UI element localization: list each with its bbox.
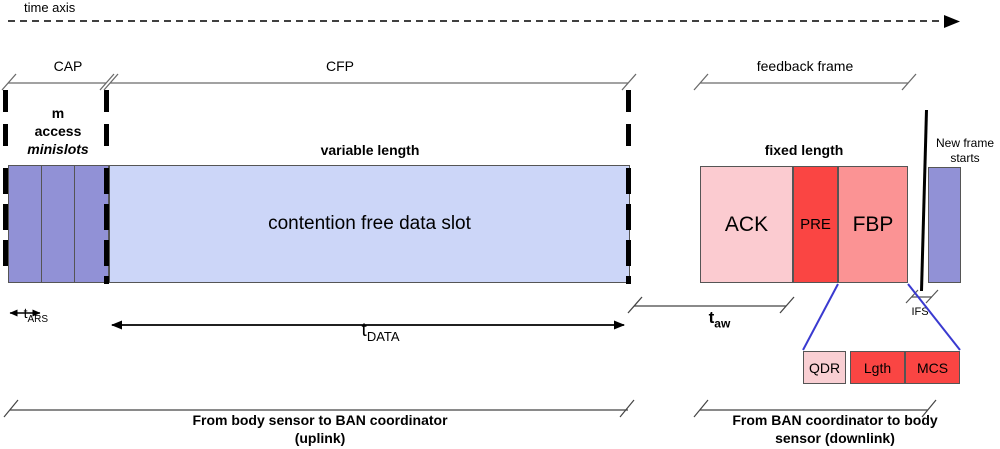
- pre-block[interactable]: PRE: [793, 166, 838, 283]
- boundary-marker-cfp-end-seg6: [626, 276, 631, 284]
- fixed-length-label: fixed length: [764, 142, 844, 158]
- period-label-feedback-frame: feedback frame: [756, 58, 854, 74]
- minislot-block-1[interactable]: [8, 165, 42, 283]
- footer-uplink-line2: (uplink): [294, 430, 346, 446]
- boundary-marker-cap-start-seg2: [3, 124, 8, 146]
- boundary-marker-cap-start-seg3: [3, 168, 8, 194]
- ifs-label: IFS: [911, 306, 929, 318]
- footer-uplink-line1: From body sensor to BAN coordinator: [192, 412, 448, 428]
- measure-line-ifs: [905, 289, 939, 304]
- new-frame-block[interactable]: [928, 167, 961, 283]
- contention-free-data-slot[interactable]: contention free data slot: [109, 165, 630, 283]
- boundary-marker-cfp-end-seg4: [626, 204, 631, 230]
- boundary-marker-cfp-end-seg5: [626, 240, 631, 266]
- time-axis-label: time axis: [24, 0, 76, 15]
- new-frame-label-line2: starts: [950, 151, 980, 165]
- t-ars-sub: ARS: [27, 313, 49, 325]
- boundary-marker-cfp-end-seg2: [626, 124, 631, 146]
- t-aw-label: taw: [655, 288, 765, 351]
- new-frame-label-line1: New frame: [935, 136, 994, 150]
- qdr-label: QDR: [808, 359, 841, 376]
- minislots-label-access: access: [34, 123, 82, 139]
- boundary-marker-cfp-end-seg3: [626, 168, 631, 194]
- boundary-marker-cap-start-seg5: [3, 240, 8, 266]
- measure-line-cfp: [103, 73, 637, 91]
- ack-block[interactable]: ACK: [700, 166, 793, 283]
- t-aw-base: t: [708, 308, 715, 328]
- pre-label: PRE: [800, 216, 831, 233]
- fbp-block[interactable]: FBP: [838, 166, 908, 283]
- minislot-block-2[interactable]: [41, 165, 75, 283]
- boundary-marker-cap-start-seg4: [3, 204, 8, 230]
- period-label-cap: CAP: [53, 58, 83, 74]
- boundary-marker-cap-end-seg4: [104, 204, 109, 230]
- t-data-base: t: [361, 320, 367, 342]
- ack-label: ACK: [724, 212, 769, 236]
- variable-length-label: variable length: [320, 142, 420, 158]
- period-label-cfp: CFP: [326, 58, 354, 74]
- t-data-label: tDATA: [280, 298, 460, 367]
- minislots-label-m: m: [51, 105, 65, 121]
- qdr-block[interactable]: QDR: [803, 351, 846, 384]
- minislot-block-3[interactable]: [74, 165, 109, 283]
- footer-downlink-line2: sensor (downlink): [775, 430, 895, 446]
- lgth-block[interactable]: Lgth: [850, 351, 905, 384]
- footer-downlink-line1: From BAN coordinator to body: [732, 412, 938, 428]
- measure-line-cap: [1, 73, 115, 91]
- t-ars-label: tARS: [8, 288, 48, 342]
- t-aw-sub: aw: [714, 316, 731, 331]
- fbp-label: FBP: [852, 212, 894, 236]
- mcs-block[interactable]: MCS: [905, 351, 960, 384]
- boundary-marker-cap-end-seg1: [104, 90, 109, 112]
- boundary-marker-cap-end-seg2: [104, 124, 109, 146]
- mcs-label: MCS: [916, 359, 949, 376]
- t-data-sub: DATA: [366, 329, 400, 345]
- minislots-label-minislots: minislots: [27, 141, 89, 157]
- lgth-label: Lgth: [863, 359, 892, 376]
- new-frame-boundary-bar: [920, 110, 928, 291]
- contention-free-data-slot-label: contention free data slot: [268, 213, 471, 234]
- boundary-marker-cap-start-seg1: [3, 90, 8, 112]
- boundary-marker-cfp-end-seg1: [626, 90, 631, 112]
- time-axis-arrow: [8, 15, 960, 28]
- boundary-marker-cap-end-seg6: [104, 276, 109, 284]
- boundary-marker-cap-end-seg5: [104, 240, 109, 266]
- boundary-marker-cap-end-seg3: [104, 168, 109, 194]
- measure-line-feedback-frame: [693, 73, 917, 91]
